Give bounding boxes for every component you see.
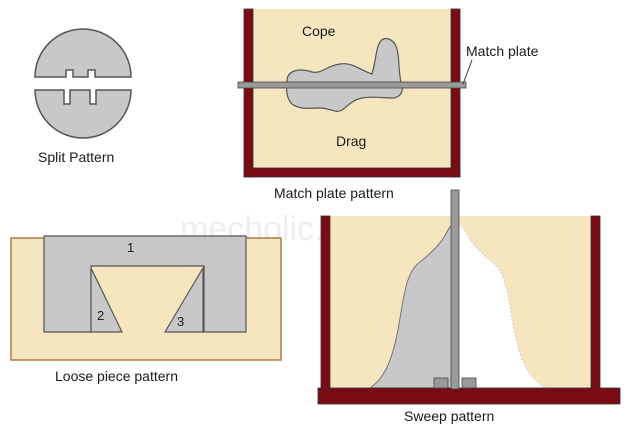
match-plate-label: Match plate	[466, 43, 539, 59]
loose-piece-pattern: 1 2 3 Loose piece pattern	[10, 235, 282, 384]
loose-piece-left	[90, 267, 123, 333]
match-plate-caption: Match plate pattern	[274, 185, 394, 201]
sweep-caption: Sweep pattern	[404, 408, 494, 424]
match-plate-frame-right	[450, 8, 461, 178]
loose-piece-caption: Loose piece pattern	[55, 368, 178, 384]
loose-piece-number-2: 2	[97, 308, 104, 323]
match-plate-pattern: Cope Drag Match plate Match plate patter…	[237, 8, 539, 201]
match-plate-frame-bottom	[243, 167, 461, 178]
sweep-spindle-block-right	[461, 377, 477, 389]
loose-piece-number-3: 3	[177, 314, 184, 329]
sweep-bell-outline	[454, 223, 547, 389]
split-pattern-upper-half	[34, 28, 132, 78]
split-pattern: Split Pattern	[34, 28, 132, 165]
drag-label: Drag	[336, 133, 366, 149]
match-plate-leader-line	[462, 59, 473, 85]
match-plate-frame-left	[243, 8, 254, 178]
sweep-spindle-block-left	[433, 377, 449, 389]
cope-label: Cope	[302, 23, 336, 39]
match-plate-bar	[237, 81, 467, 89]
sweep-spindle	[450, 189, 460, 390]
sweep-base-board	[317, 387, 621, 405]
loose-piece-right	[163, 265, 204, 333]
sweep-frame-left	[320, 215, 331, 393]
split-pattern-caption: Split Pattern	[38, 149, 114, 165]
split-pattern-lower-half	[34, 89, 132, 139]
sweep-frame-right	[590, 215, 601, 393]
sweep-pattern: Sweep pattern	[317, 189, 621, 424]
loose-piece-number-1: 1	[127, 240, 134, 255]
loose-piece-main-body	[43, 235, 247, 333]
